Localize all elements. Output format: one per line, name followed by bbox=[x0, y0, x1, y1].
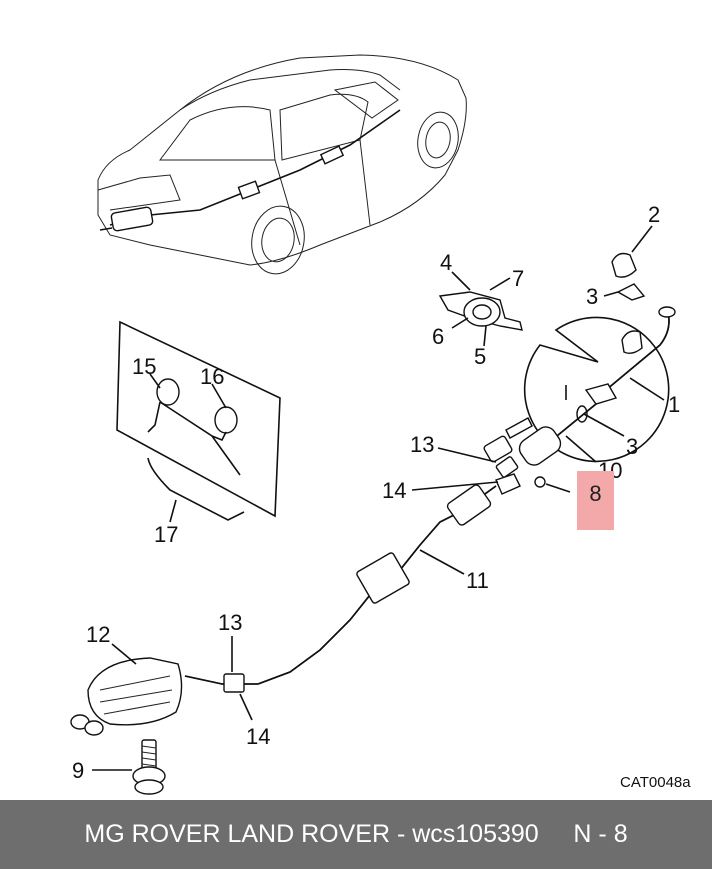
callout-13-top: 13 bbox=[410, 432, 434, 457]
leader-lines bbox=[92, 225, 665, 771]
callout-6: 6 bbox=[432, 324, 444, 349]
callout-3-bottom: 3 bbox=[626, 434, 638, 459]
highlighted-part-marker: 8 bbox=[577, 471, 614, 530]
hanger-detail-circle bbox=[438, 271, 670, 463]
callout-13-bottom: 13 bbox=[218, 610, 242, 635]
callout-7: 7 bbox=[512, 266, 524, 291]
callout-1: 1 bbox=[668, 392, 680, 417]
callout-4: 4 bbox=[440, 250, 452, 275]
callout-12: 12 bbox=[86, 622, 110, 647]
callout-15: 15 bbox=[132, 354, 156, 379]
footer-caption: MG ROVER LAND ROVER - wcs105390 N - 8 bbox=[84, 820, 628, 848]
callout-labels: 2 3 1 3 10 4 7 6 5 13 14 11 15 16 17 12 … bbox=[72, 202, 691, 791]
callout-14-bottom: 14 bbox=[246, 724, 270, 749]
callout-9: 9 bbox=[72, 758, 84, 783]
callout-2: 2 bbox=[648, 202, 660, 227]
bracket-group bbox=[116, 320, 281, 523]
diagram-reference-code: CAT0048a bbox=[620, 774, 691, 791]
callout-14-top: 14 bbox=[382, 478, 406, 503]
car-outline-illustration bbox=[97, 54, 467, 275]
callout-5: 5 bbox=[474, 344, 486, 369]
callout-8: 8 bbox=[589, 481, 602, 506]
callout-17: 17 bbox=[154, 522, 178, 547]
footer-bar: MG ROVER LAND ROVER - wcs105390 N - 8 bbox=[0, 800, 712, 869]
callout-11: 11 bbox=[466, 568, 489, 593]
exhaust-system bbox=[70, 252, 676, 795]
callout-3-top: 3 bbox=[586, 284, 598, 309]
exhaust-system-diagram: 2 3 1 3 10 4 7 6 5 13 14 11 15 16 17 12 … bbox=[70, 54, 691, 795]
callout-16: 16 bbox=[200, 364, 224, 389]
